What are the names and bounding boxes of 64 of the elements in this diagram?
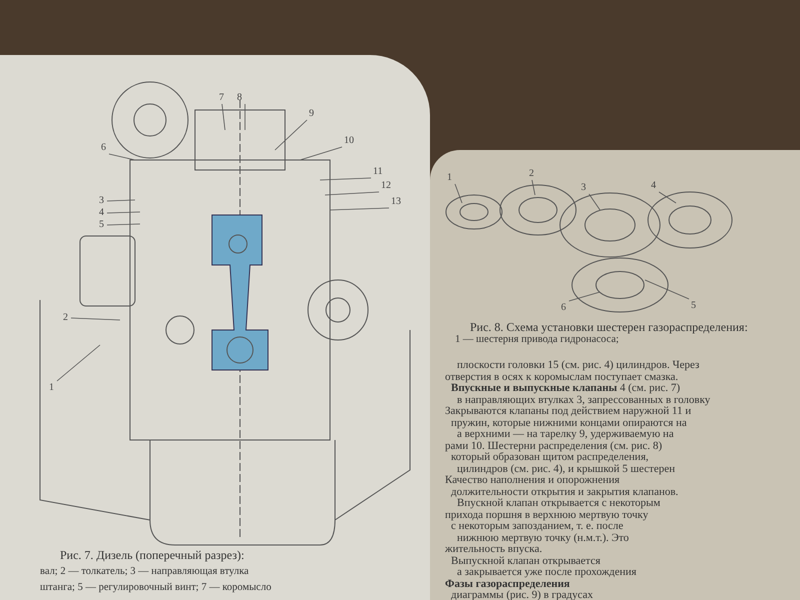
body-text-line: Закрываются клапаны под действием наружной 11 и	[445, 406, 692, 417]
callout-number: 2	[528, 168, 535, 179]
callout-number: 11	[372, 166, 384, 177]
figure-legend-text: вал; 2 — толкатель; 3 — направляющая втулка	[40, 566, 249, 577]
callout-number: 1	[48, 382, 55, 393]
callout-number: 4	[98, 207, 105, 218]
figure-caption: Рис. 8. Схема установки шестерен газораспределения:	[470, 320, 748, 335]
leader-line	[56, 344, 100, 382]
leader-line	[330, 208, 390, 210]
body-text-line: плоскости головки 15 (см. рис. 4) цилиндров. Через	[457, 360, 700, 371]
callout-number: 6	[100, 142, 107, 153]
callout-number: 3	[98, 195, 105, 206]
body-text-line: в направляющих втулках 3, запрессованных в головку	[457, 394, 710, 406]
leader-line	[644, 280, 690, 300]
leader-line	[222, 104, 226, 130]
leader-line	[108, 154, 136, 160]
leader-line	[106, 224, 140, 226]
body-text-line: пружин, которые нижними концами опираются на	[451, 418, 687, 428]
body-text-line: нижнюю мертвую точку (н.м.т.). Это	[457, 532, 629, 544]
callout-number: 9	[308, 108, 315, 119]
figure-caption: Рис. 7. Дизель (поперечный разрез):	[60, 548, 244, 563]
body-text-line: Качество наполнения и опорожнения	[445, 475, 620, 486]
body-text-line: цилиндров (см. рис. 4), и крышкой 5 шестерен	[457, 464, 675, 474]
body-text-line: который образован щитом распределения,	[451, 452, 649, 463]
body-text-line: а закрывается уже после прохождения	[457, 567, 636, 578]
body-text-line: отверстия в осях к коромыслам поступает смазка.	[445, 372, 678, 382]
callout-number: 6	[560, 302, 567, 313]
callout-number: 8	[236, 92, 243, 103]
callout-number: 4	[650, 180, 657, 191]
leader-line	[274, 120, 308, 150]
body-text-line: Впускные и выпускные клапаны 4 (см. рис. 7)	[451, 383, 680, 394]
leader-line	[588, 194, 600, 210]
leader-line	[320, 178, 372, 180]
figure-legend-text: штанга; 5 — регулировочный винт; 7 — коромысло	[40, 582, 272, 593]
leader-line	[300, 146, 342, 160]
leader-line	[454, 184, 462, 204]
body-text-line: должительности открытия и закрытия клапанов.	[451, 486, 678, 498]
body-text-line: Выпускной клапан открывается	[451, 556, 600, 566]
callout-number: 5	[98, 219, 105, 230]
body-text-line: диаграммы (рис. 9) в градусах	[451, 590, 594, 600]
callout-number: 10	[343, 135, 355, 146]
leader-line	[568, 292, 600, 302]
callout-number: 3	[580, 182, 587, 193]
callout-number: 12	[380, 180, 392, 191]
leader-line	[532, 180, 536, 196]
body-text-line: Фазы газораспределения	[445, 578, 570, 590]
body-text-line: рами 10. Шестерни распределения (см. рис. 8)	[445, 440, 662, 452]
leader-line	[106, 200, 136, 202]
callout-number: 1	[446, 172, 453, 183]
leader-line	[244, 104, 246, 130]
figure-legend-text: 1 — шестерня привода гидронасоса;	[455, 334, 619, 345]
body-text-line: жительность впуска.	[445, 544, 542, 555]
body-text-line: Впускной клапан открывается с некоторым	[457, 498, 660, 509]
callout-number: 7	[218, 92, 225, 103]
body-text-line: с некоторым запозданием, т. е. после	[451, 521, 624, 532]
leader-line	[70, 318, 120, 320]
body-text-line: а верхними — на тарелку 9, удерживаемую на	[457, 429, 674, 440]
leader-line	[658, 192, 676, 204]
callout-number: 5	[690, 300, 697, 311]
leader-line	[106, 212, 140, 214]
body-text-line: прихода поршня в верхнюю мертвую точку	[445, 510, 648, 520]
callout-number: 13	[390, 196, 402, 207]
callout-number: 2	[62, 312, 69, 323]
leader-line	[324, 192, 380, 196]
